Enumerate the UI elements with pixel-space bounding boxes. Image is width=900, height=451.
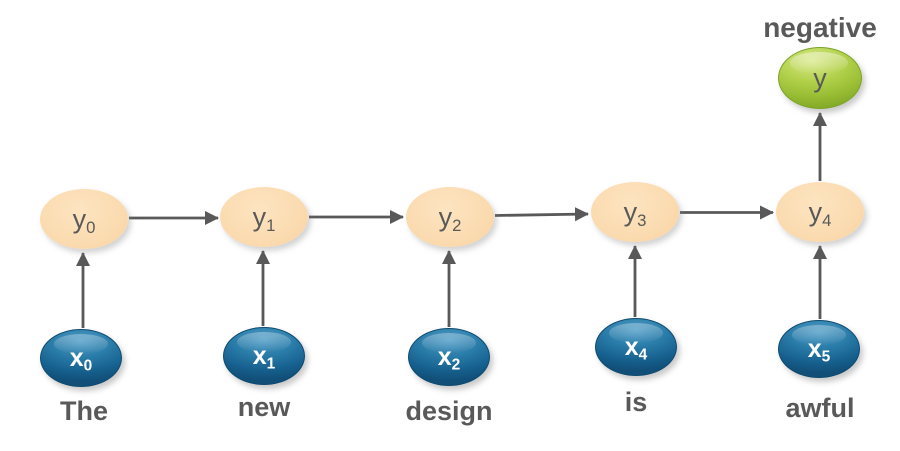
word-label-design: design <box>405 396 493 426</box>
hidden-node-y2: y2 <box>406 187 494 247</box>
word-label-awful: awful <box>785 393 855 423</box>
word-label-new: new <box>237 392 291 422</box>
hidden-node-y1: y1 <box>220 187 308 247</box>
input-node-x4: x4 <box>595 318 677 376</box>
input-node-x0: x0 <box>40 329 122 387</box>
output-node-y: y <box>778 47 862 109</box>
hidden-node-y2-label: y2 <box>438 201 462 235</box>
hidden-node-y0-label: y0 <box>72 203 96 237</box>
input-node-x4-label: x4 <box>624 332 648 364</box>
hidden-node-y4-label: y4 <box>808 196 832 230</box>
word-label-is: is <box>624 387 648 417</box>
prediction-label: negative <box>763 12 877 43</box>
output-node-label: y <box>813 62 827 93</box>
hidden-node-y3-label: y3 <box>623 196 647 230</box>
input-node-x1: x1 <box>223 327 305 385</box>
word-label-the: The <box>59 396 109 426</box>
input-node-x5: x5 <box>778 320 860 378</box>
arrow-y2-y3 <box>494 207 589 222</box>
input-node-x2: x2 <box>408 328 490 386</box>
input-node-x5-label: x5 <box>807 334 831 366</box>
hidden-node-y4: y4 <box>776 182 864 242</box>
input-node-x0-label: x0 <box>69 343 93 375</box>
input-node-x2-label: x2 <box>437 342 461 374</box>
hidden-node-y3: y3 <box>591 182 679 242</box>
hidden-node-y0: y0 <box>40 189 128 249</box>
input-node-x1-label: x1 <box>252 341 276 373</box>
hidden-node-y1-label: y1 <box>252 201 276 235</box>
